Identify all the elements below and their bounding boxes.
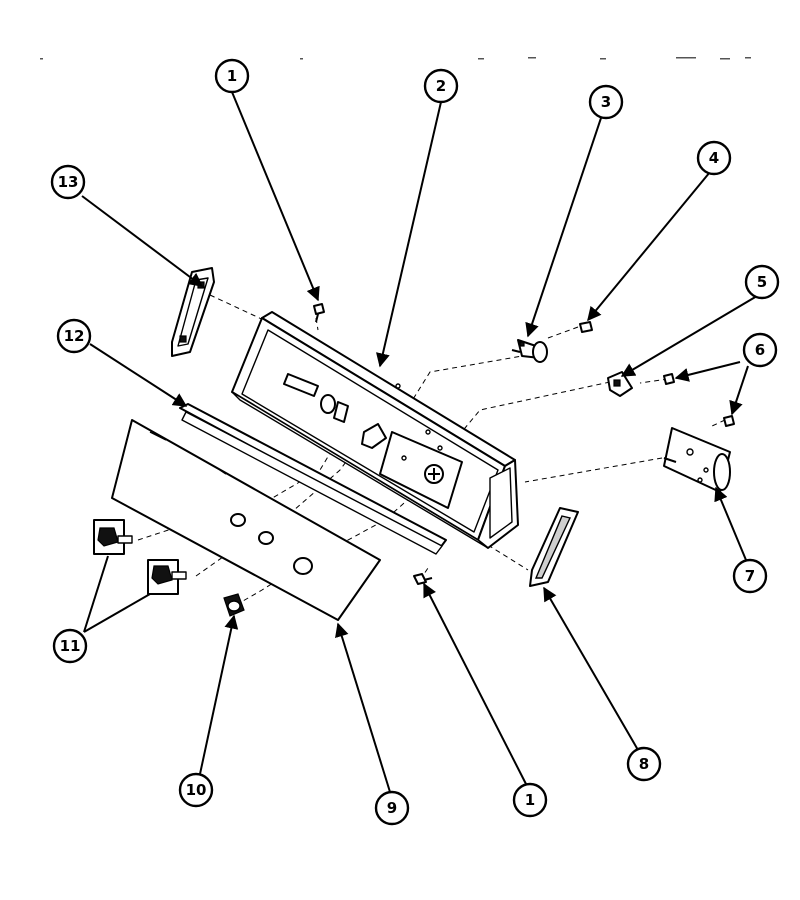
leader-lines: [81, 91, 758, 793]
front-control-panel: [111, 419, 381, 621]
callout-1-bottom: 1: [512, 782, 548, 818]
callout-label: 8: [639, 755, 649, 773]
timer: [663, 427, 731, 493]
connector-block: [607, 371, 633, 397]
knob-lower: [147, 559, 187, 595]
small-screw-4: [579, 321, 593, 333]
screw-6a: [663, 373, 675, 385]
screw-bottom: [413, 573, 433, 585]
callout-label: 12: [64, 327, 85, 345]
callout-13: 13: [50, 164, 86, 200]
right-end-cap: [529, 507, 579, 587]
callout-1-top: 1: [214, 58, 250, 94]
callout-label: 10: [186, 781, 207, 799]
callout-label: 1: [227, 67, 237, 85]
callout-label: 11: [60, 637, 81, 655]
callout-11: 11: [52, 628, 88, 664]
callout-label: 5: [757, 273, 767, 291]
callout-6: 6: [742, 332, 778, 368]
callout-label: 1: [525, 791, 535, 809]
callout-12: 12: [56, 318, 92, 354]
callout-10: 10: [178, 772, 214, 808]
callout-label: 3: [601, 93, 611, 111]
callout-5: 5: [744, 264, 780, 300]
callout-4: 4: [696, 140, 732, 176]
callout-label: 4: [709, 149, 719, 167]
callout-7: 7: [732, 558, 768, 594]
callout-label: 6: [755, 341, 765, 359]
callout-9: 9: [374, 790, 410, 826]
callout-label: 2: [436, 77, 446, 95]
callout-2: 2: [423, 68, 459, 104]
screw-top: [313, 303, 325, 323]
callout-3: 3: [588, 84, 624, 120]
left-end-cap: [171, 267, 215, 357]
callout-label: 7: [745, 567, 755, 585]
knob-10: [223, 593, 245, 617]
callout-label: 9: [387, 799, 397, 817]
callout-label: 13: [58, 173, 79, 191]
screw-6b: [723, 415, 735, 427]
switch: [511, 339, 548, 363]
scan-specks: [40, 57, 751, 60]
callout-8: 8: [626, 746, 662, 782]
knob-upper: [93, 519, 133, 555]
console-back-panel: [231, 311, 519, 549]
